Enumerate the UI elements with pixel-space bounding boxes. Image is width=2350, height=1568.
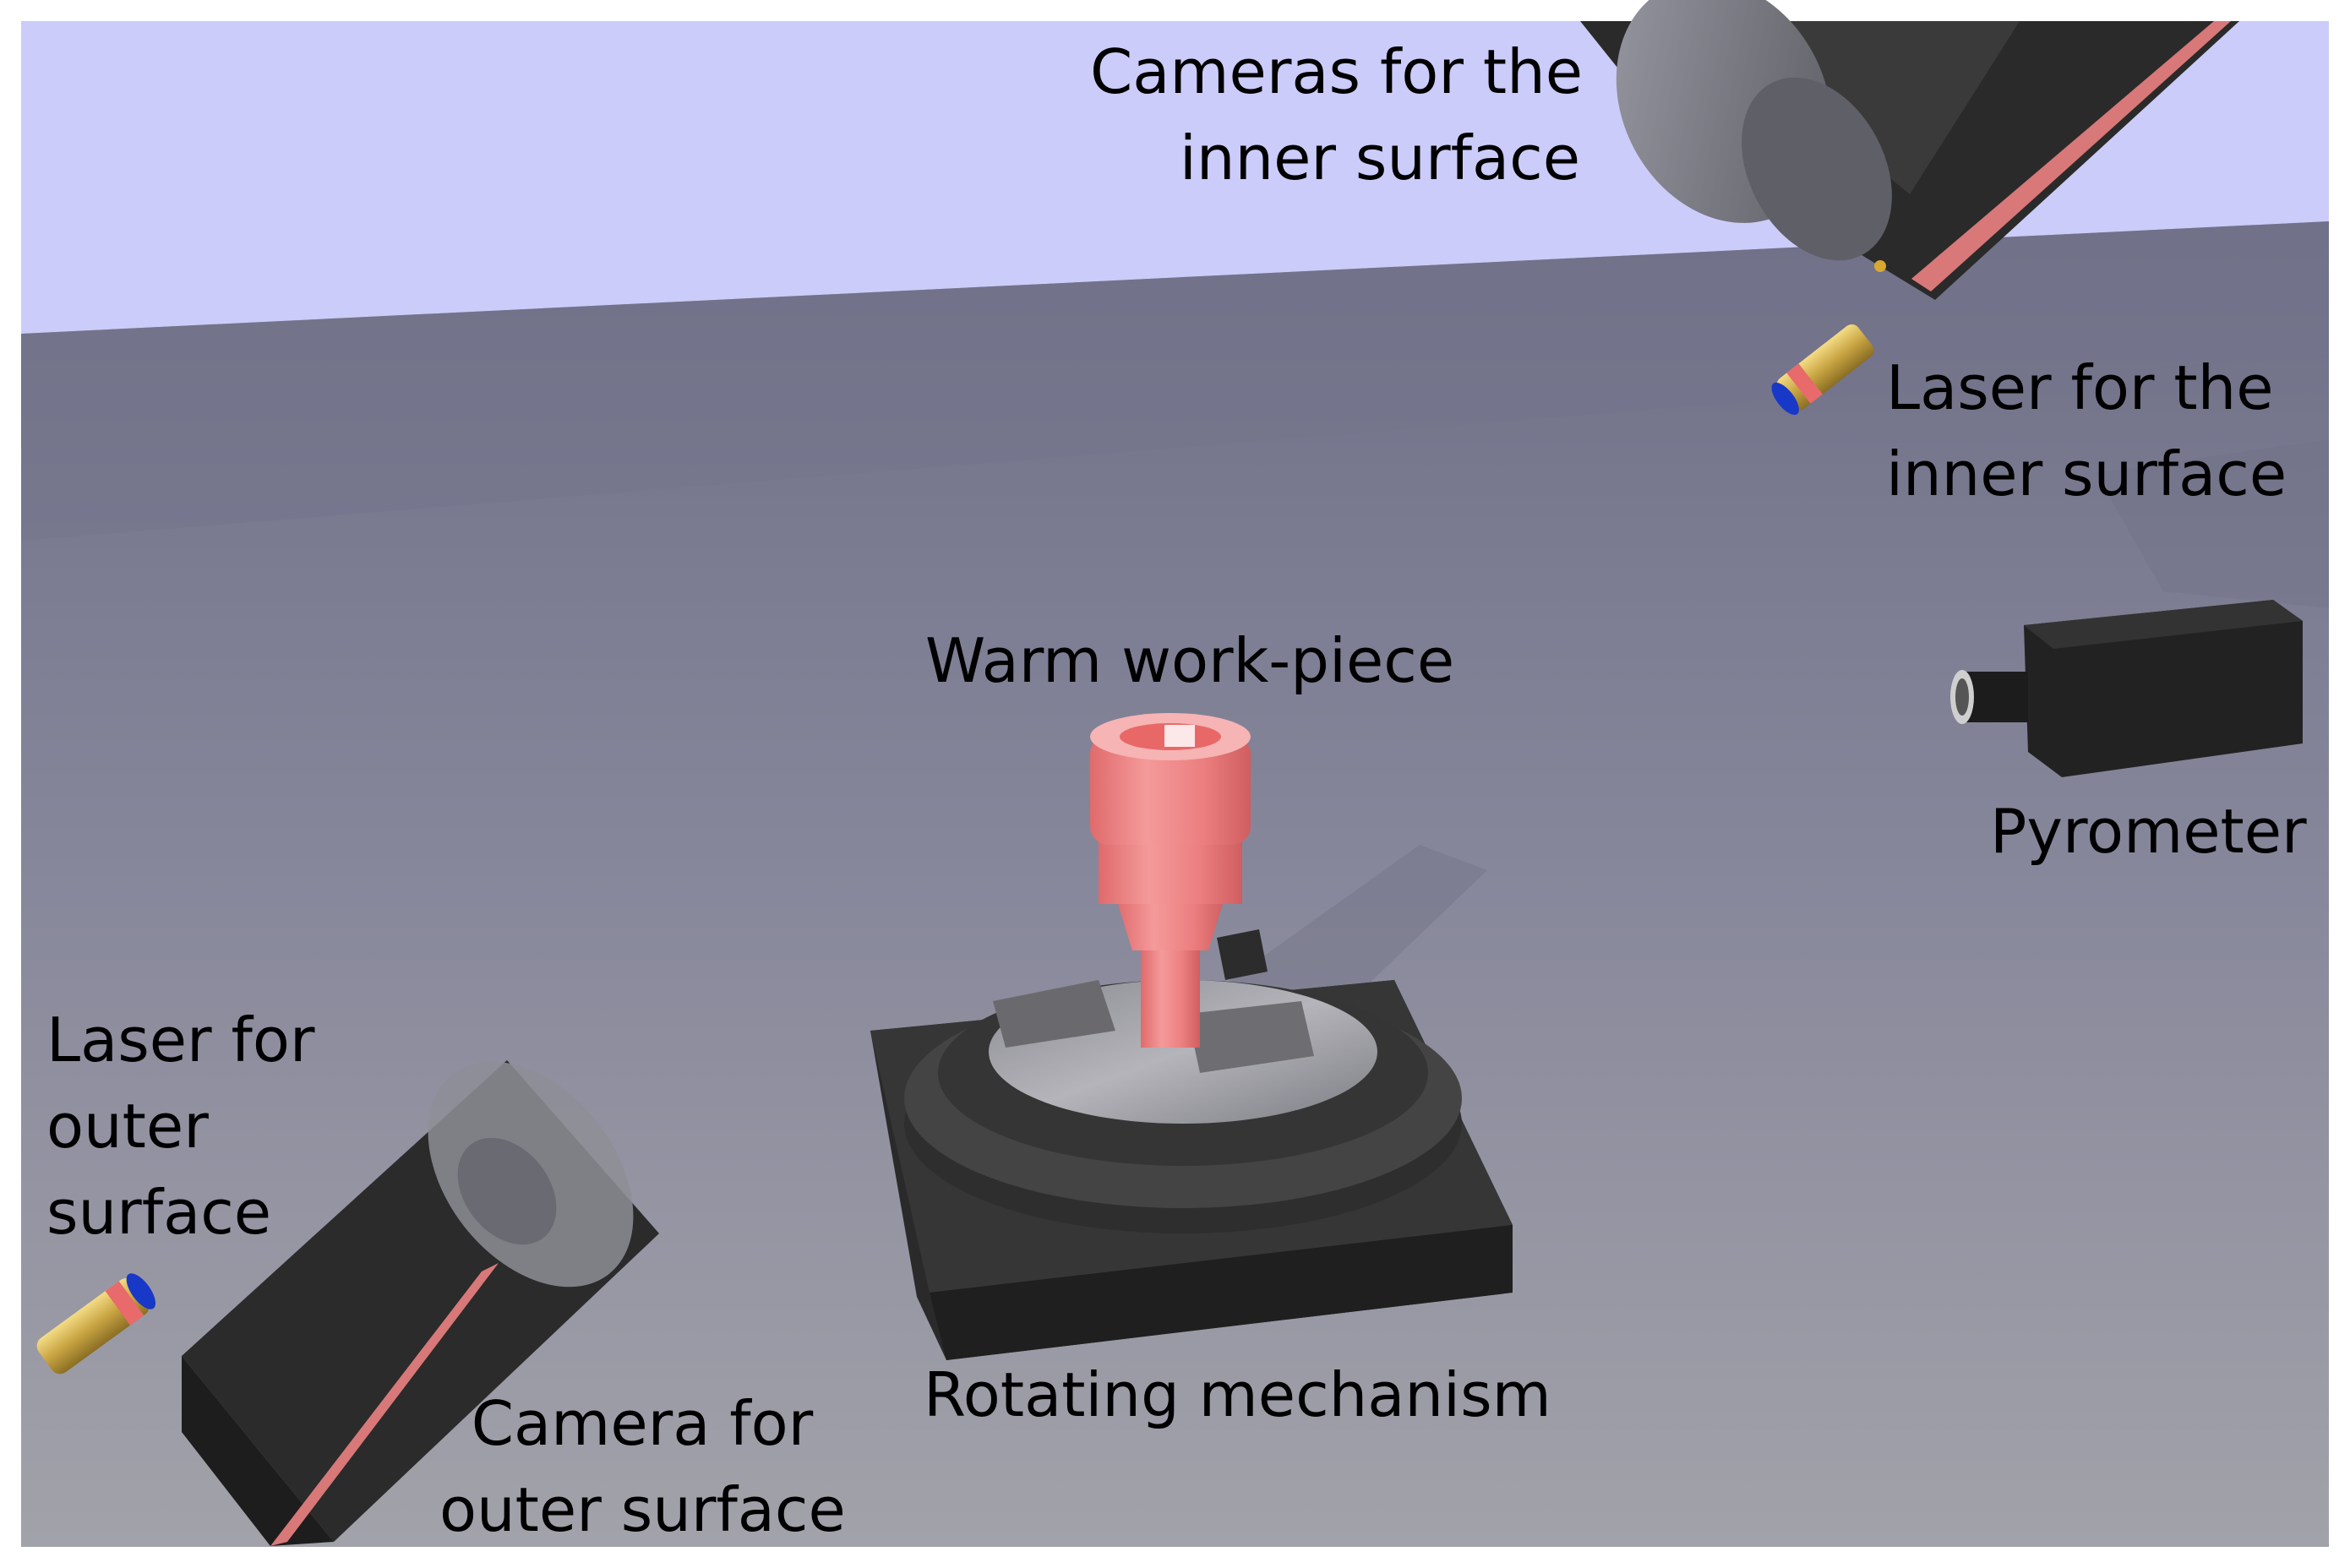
label-line: Laser for <box>46 1004 315 1075</box>
label-line: Laser for the <box>1886 352 2274 423</box>
label-line: Rotating mechanism <box>924 1359 1551 1430</box>
rotating-mechanism <box>870 929 1513 1360</box>
label-warm-workpiece: Warm work-piece <box>925 618 1454 704</box>
label-line: Pyrometer <box>1990 796 2307 867</box>
label-line: outer <box>46 1091 209 1162</box>
label-line: Cameras for the <box>1090 36 1583 107</box>
label-laser-inner: Laser for the inner surface <box>1886 345 2287 517</box>
inner-camera-housing <box>1580 0 2239 300</box>
label-line: Warm work-piece <box>925 625 1455 696</box>
label-line: inner surface <box>1179 122 1580 193</box>
outer-camera-housing <box>182 1060 659 1546</box>
label-pyrometer: Pyrometer <box>1990 788 2307 874</box>
label-line: outer surface <box>439 1474 846 1545</box>
warm-workpiece <box>1090 713 1251 1048</box>
label-line: inner surface <box>1886 438 2287 509</box>
label-line: Camera for <box>471 1388 814 1459</box>
pyrometer-device <box>1950 600 2303 777</box>
label-cameras-inner: Cameras for the inner surface <box>1090 29 1583 201</box>
label-line: surface <box>46 1177 272 1248</box>
label-rotating-mechanism: Rotating mechanism <box>924 1352 1551 1438</box>
label-camera-outer: Camera for outer surface <box>439 1380 846 1553</box>
outer-laser <box>36 1273 156 1375</box>
inner-laser <box>1771 324 1874 416</box>
label-laser-outer: Laser for outer surface <box>46 997 315 1255</box>
